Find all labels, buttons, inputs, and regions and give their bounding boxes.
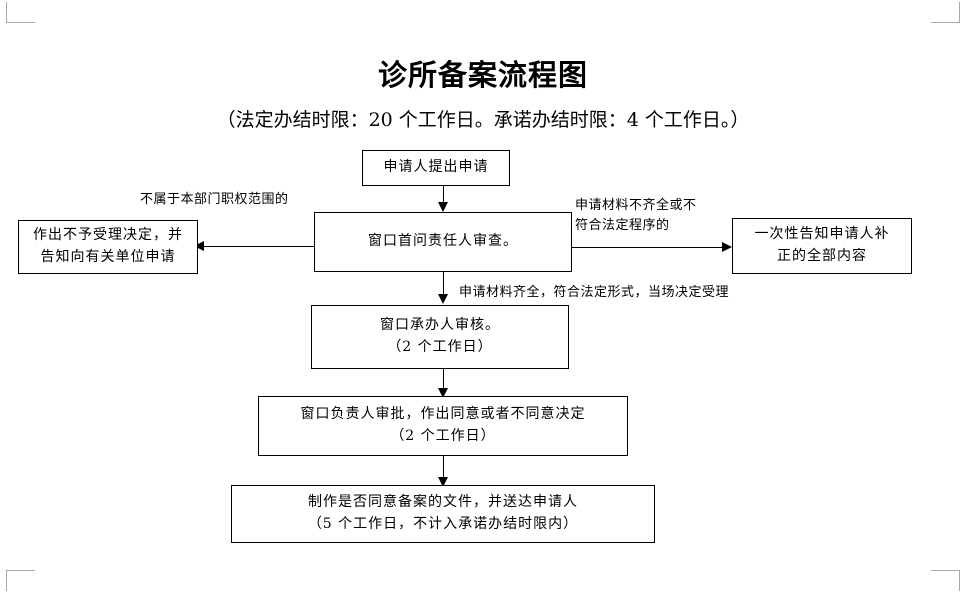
margin-mark-top-right: [931, 2, 960, 23]
margin-mark-bottom-right: [931, 570, 960, 591]
node-line: 申请人提出申请: [383, 159, 489, 176]
connector-review-to-handler: [443, 272, 444, 297]
node-line: 窗口首问责任人审查。: [368, 233, 518, 250]
edge-label-line: 符合法定程序的: [575, 217, 670, 233]
edge-label-out-of-scope: 不属于本部门职权范围的: [140, 190, 289, 210]
node-one-time-notice: 一次性告知申请人补 正的全部内容: [732, 218, 912, 274]
edge-label-line: 申请材料不齐全或不: [575, 198, 697, 213]
arrowhead-review-to-notice: [722, 241, 732, 252]
node-reject-decision: 作出不予受理决定，并 告知向有关单位申请: [18, 220, 198, 274]
page-title: 诊所备案流程图: [377, 58, 588, 92]
node-applicant-submits: 申请人提出申请: [362, 150, 510, 186]
node-line: 窗口负责人审批，作出同意或者不同意决定: [300, 406, 586, 423]
edge-label-incomplete-materials: 申请材料不齐全或不 符合法定程序的: [575, 196, 697, 235]
arrowhead-handler-to-leader: [437, 388, 448, 398]
arrowhead-review-to-handler: [437, 294, 448, 304]
node-line: （5 个工作日，不计入承诺办结时限内）: [307, 516, 579, 532]
connector-review-to-notice: [572, 247, 728, 248]
edge-label-line: 申请材料齐全，符合法定形式，当场决定受理: [459, 285, 730, 300]
margin-mark-top-left: [6, 2, 35, 23]
node-first-inquiry-review: 窗口首问责任人审查。: [314, 212, 572, 272]
connector-handler-to-leader: [443, 369, 444, 391]
edge-label-line: 不属于本部门职权范围的: [140, 192, 289, 207]
node-line: （2 个工作日）: [390, 428, 496, 444]
node-line: （2 个工作日）: [387, 339, 493, 355]
node-window-leader-approval: 窗口负责人审批，作出同意或者不同意决定 （2 个工作日）: [258, 396, 628, 456]
connector-submit-to-review: [443, 186, 444, 206]
node-line: 窗口承办人审核。: [380, 317, 500, 334]
node-line: 告知向有关单位申请: [40, 249, 176, 265]
edge-label-materials-complete: 申请材料齐全，符合法定形式，当场决定受理: [459, 283, 729, 303]
node-window-handler-review: 窗口承办人审核。 （2 个工作日）: [311, 305, 569, 369]
node-line: 一次性告知申请人补: [754, 226, 890, 243]
arrowhead-review-to-reject: [194, 240, 204, 251]
node-produce-document: 制作是否同意备案的文件，并送达申请人 （5 个工作日，不计入承诺办结时限内）: [231, 485, 655, 543]
page-subtitle: （法定办结时限：20 个工作日。承诺办结时限：4 个工作日。）: [216, 109, 750, 131]
connector-leader-to-document: [443, 456, 444, 480]
node-line: 制作是否同意备案的文件，并送达申请人: [308, 494, 578, 511]
node-line: 作出不予受理决定，并: [33, 227, 183, 244]
connector-review-to-reject: [198, 246, 314, 247]
node-line: 正的全部内容: [777, 248, 867, 264]
arrowhead-submit-to-review: [437, 202, 448, 212]
margin-mark-bottom-left: [6, 570, 35, 591]
arrowhead-leader-to-document: [437, 477, 448, 487]
